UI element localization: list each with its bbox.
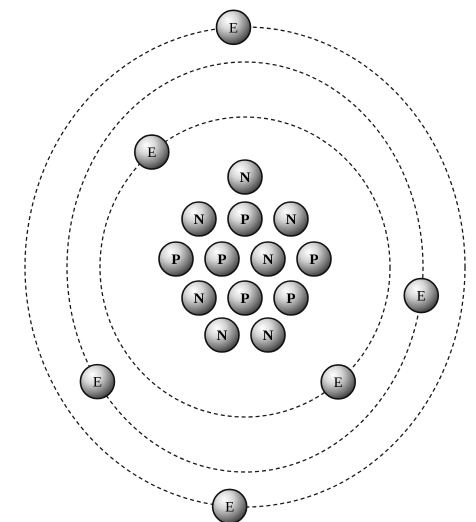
nucleus: N N P N P P N P N P P N N (159, 160, 331, 352)
neutron: N (228, 160, 262, 194)
electron: E (213, 489, 247, 522)
neutron-label: N (263, 252, 274, 268)
proton-label: P (217, 252, 226, 268)
proton-label: P (286, 291, 295, 307)
electron-label: E (229, 20, 238, 36)
proton-label: P (240, 291, 249, 307)
proton: P (205, 242, 239, 276)
neutron-label: N (194, 291, 205, 307)
proton-label: P (240, 212, 249, 228)
neutron: N (182, 281, 216, 315)
proton: P (228, 202, 262, 236)
neutron-label: N (240, 170, 251, 186)
proton: P (228, 281, 262, 315)
electron: E (404, 279, 438, 313)
electron: E (216, 10, 250, 44)
electron: E (135, 135, 169, 169)
electron-label: E (417, 289, 426, 305)
orbit-middle (67, 62, 423, 472)
neutron: N (182, 202, 216, 236)
electron: E (321, 365, 355, 399)
electron: E (80, 365, 114, 399)
electron-label: E (147, 145, 156, 161)
proton-label: P (309, 252, 318, 268)
neutron: N (251, 318, 285, 352)
electron-label: E (334, 375, 343, 391)
neutron: N (251, 242, 285, 276)
electron-label: E (225, 499, 234, 515)
orbit-outer (25, 27, 465, 507)
proton: P (297, 242, 331, 276)
proton: P (159, 242, 193, 276)
neutron-label: N (286, 212, 297, 228)
proton: P (274, 281, 308, 315)
neutron-label: N (194, 212, 205, 228)
neutron-label: N (217, 328, 228, 344)
neutron: N (274, 202, 308, 236)
electron-label: E (93, 375, 102, 391)
neutron: N (205, 318, 239, 352)
neutron-label: N (263, 328, 274, 344)
proton-label: P (171, 252, 180, 268)
orbits (25, 27, 465, 507)
